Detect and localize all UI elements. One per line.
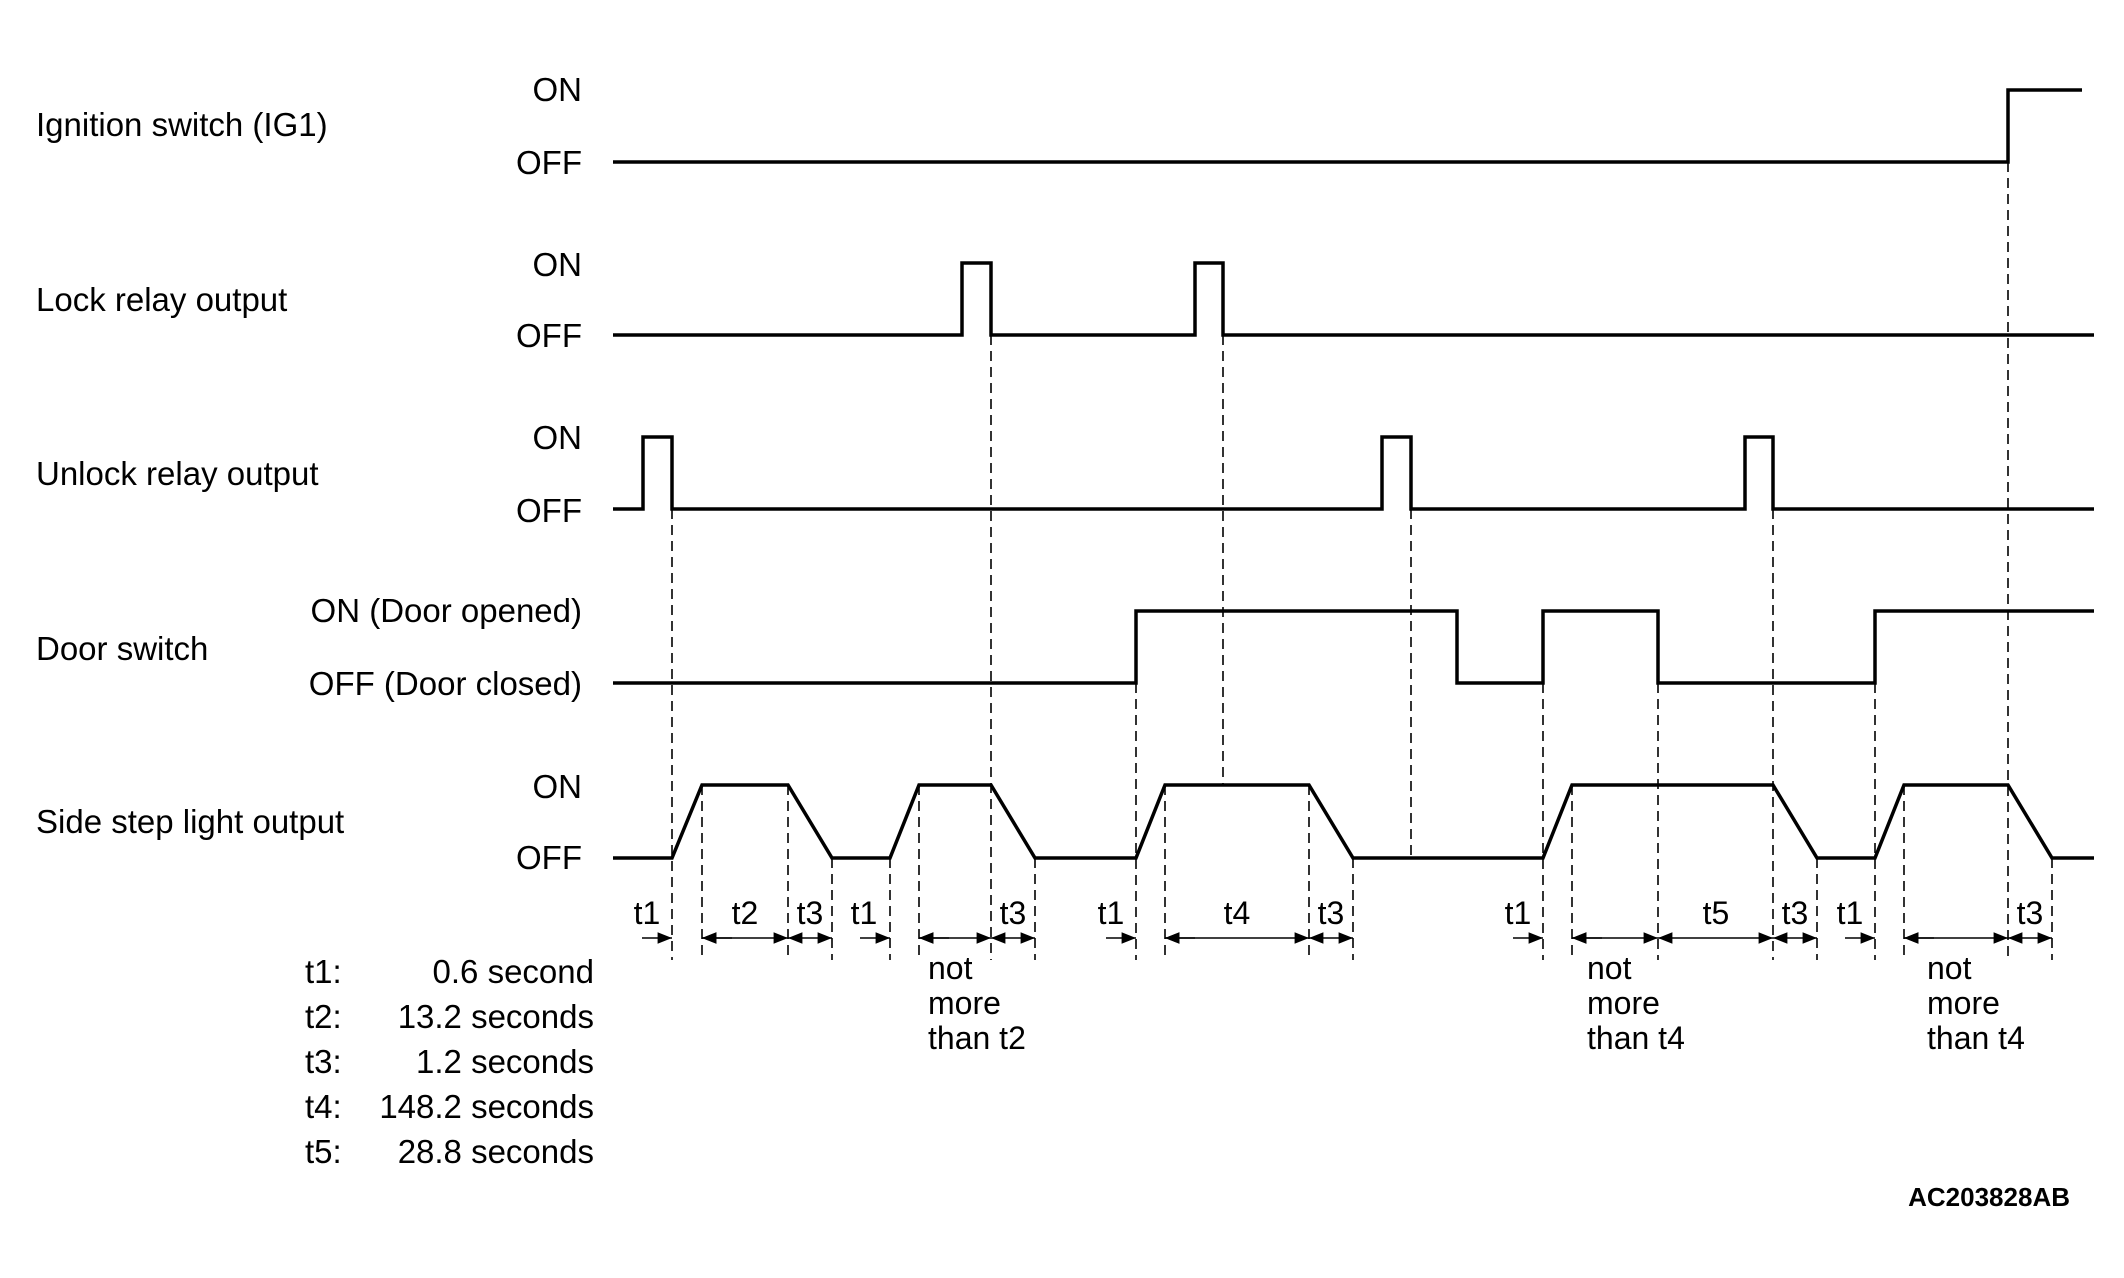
svg-text:than t2: than t2 [928, 1020, 1026, 1056]
note-not-more-than-t4-second: not more than t4 [1927, 950, 2025, 1056]
signal-label-door-switch: Door switch [36, 630, 208, 667]
sidestep-on-label: ON [533, 768, 583, 805]
svg-text:more: more [1927, 985, 2000, 1021]
legend-key-t2: t2: [305, 998, 342, 1035]
svg-text:more: more [928, 985, 1001, 1021]
interval-label-t3: t3 [2017, 895, 2044, 931]
side-step-light-waveform [613, 783, 2094, 860]
interval-label-t3: t3 [1000, 895, 1027, 931]
signal-label-unlock-relay: Unlock relay output [36, 455, 318, 492]
interval-label-t1: t1 [851, 895, 878, 931]
legend-key-t3: t3: [305, 1043, 342, 1080]
legend-value-t5: 28.8 seconds [398, 1133, 594, 1170]
door-switch-waveform [613, 609, 2094, 685]
interval-label-t1: t1 [1837, 895, 1864, 931]
svg-text:not: not [1587, 950, 1632, 986]
interval-label-t3: t3 [1782, 895, 1809, 931]
lock-on-label: ON [533, 246, 583, 283]
sidestep-off-label: OFF [516, 839, 582, 876]
note-not-more-than-t4-first: not more than t4 [1587, 950, 1685, 1056]
legend-value-t1: 0.6 second [433, 953, 594, 990]
legend-key-t5: t5: [305, 1133, 342, 1170]
interval-label-t4: t4 [1224, 895, 1251, 931]
signal-label-side-step-light: Side step light output [36, 803, 344, 840]
legend-value-t2: 13.2 seconds [398, 998, 594, 1035]
lock-off-label: OFF [516, 317, 582, 354]
signal-label-ignition: Ignition switch (IG1) [36, 106, 328, 143]
interval-label-t1: t1 [1505, 895, 1532, 931]
ignition-on-label: ON [533, 71, 583, 108]
door-on-label: ON (Door opened) [311, 592, 582, 629]
interval-label-t1: t1 [634, 895, 661, 931]
door-off-label: OFF (Door closed) [309, 665, 582, 702]
svg-text:not: not [928, 950, 973, 986]
interval-label-t3: t3 [797, 895, 824, 931]
unlock-on-label: ON [533, 419, 583, 456]
note-not-more-than-t2: not more than t2 [928, 950, 1026, 1056]
ignition-off-label: OFF [516, 144, 582, 181]
svg-text:than t4: than t4 [1587, 1020, 1685, 1056]
legend-key-t1: t1: [305, 953, 342, 990]
svg-text:than t4: than t4 [1927, 1020, 2025, 1056]
lock-relay-waveform [613, 261, 2094, 337]
legend-value-t3: 1.2 seconds [416, 1043, 594, 1080]
interval-label-t2: t2 [732, 895, 759, 931]
dashed-guides [671, 162, 2053, 960]
unlock-relay-waveform [613, 435, 2094, 511]
interval-label-t3: t3 [1318, 895, 1345, 931]
svg-text:more: more [1587, 985, 1660, 1021]
interval-label-t1: t1 [1098, 895, 1125, 931]
interval-label-t5: t5 [1703, 895, 1730, 931]
ignition-waveform [613, 88, 2082, 164]
interval-legend: t1: 0.6 second t2: 13.2 seconds t3: 1.2 … [305, 953, 594, 1170]
signal-label-lock-relay: Lock relay output [36, 281, 287, 318]
unlock-off-label: OFF [516, 492, 582, 529]
figure-id: AC203828AB [1908, 1182, 2070, 1212]
legend-value-t4: 148.2 seconds [379, 1088, 594, 1125]
legend-key-t4: t4: [305, 1088, 342, 1125]
svg-text:not: not [1927, 950, 1972, 986]
